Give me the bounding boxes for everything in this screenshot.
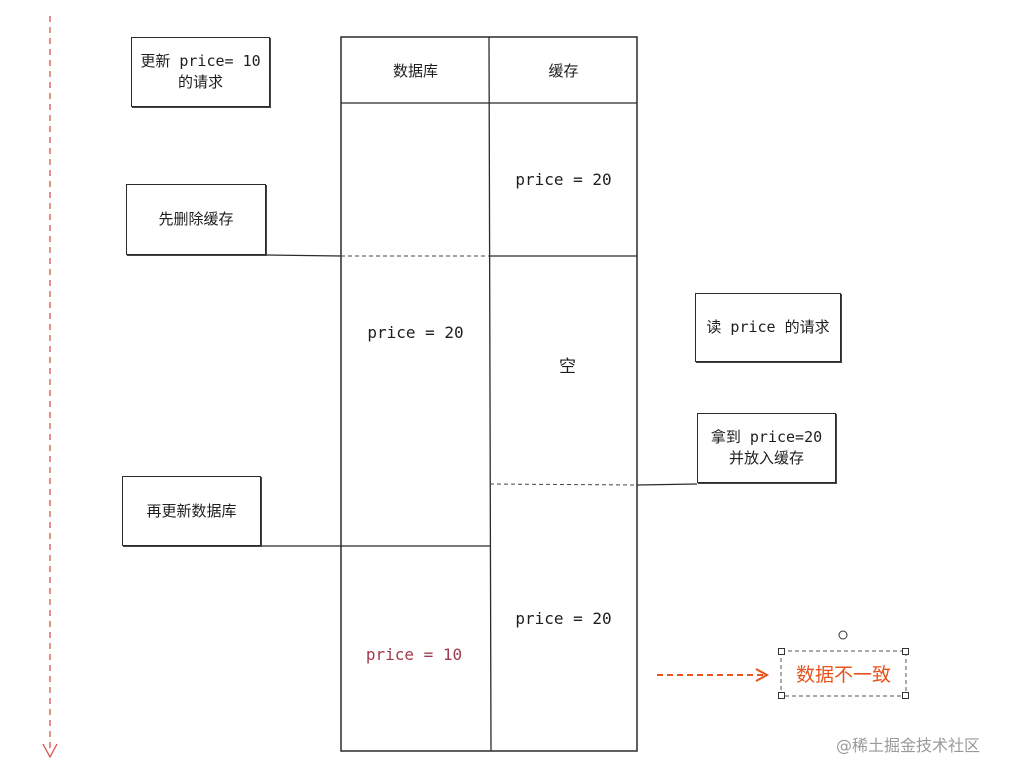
selection-handle-br[interactable] [902, 692, 909, 699]
watermark: @稀土掘金技术社区 [836, 732, 980, 756]
read-result-line2: 并放入缓存 [728, 449, 804, 467]
update-request-box: 更新 price= 10 的请求 [131, 37, 270, 107]
inconsistency-arrowhead [755, 668, 770, 682]
db-bottom-value: price = 10 [341, 632, 487, 676]
cache-initial-value-text: price = 20 [515, 170, 612, 189]
db-column-header: 数据库 [341, 37, 490, 103]
read-result-line1: 拿到 price=20 [710, 428, 823, 446]
db-middle-value: price = 20 [341, 300, 490, 364]
delete-cache-connector [265, 254, 342, 257]
cache-column-header-text: 缓存 [548, 61, 579, 80]
cache-empty-value: 空 [490, 340, 645, 388]
delete-cache-text: 先删除缓存 [158, 210, 234, 228]
selection-handle-tl[interactable] [778, 648, 785, 655]
selection-frame [780, 650, 907, 697]
read-request-box: 读 price 的请求 [695, 293, 841, 362]
inconsistency-label[interactable]: 数据不一致 [781, 651, 906, 696]
cache-initial-value: price = 20 [490, 103, 637, 256]
read-time-dashed [489, 483, 638, 486]
cache-column-header: 缓存 [490, 37, 637, 103]
inconsistency-label-text: 数据不一致 [795, 664, 891, 686]
db-middle-value-text: price = 20 [367, 322, 464, 342]
update-db-text: 再更新数据库 [146, 501, 237, 520]
rotate-handle [838, 630, 848, 640]
cache-empty-value-text: 空 [559, 356, 576, 377]
read-request-text: 读 price 的请求 [706, 318, 830, 336]
read-result-box: 拿到 price=20 并放入缓存 [697, 413, 836, 483]
db-bottom-value-text: price = 10 [365, 644, 463, 664]
read-result-connector [636, 483, 698, 486]
db-column-header-text: 数据库 [392, 61, 438, 80]
update-request-line1: 更新 price= 10 [140, 52, 261, 70]
update-request-line2: 的请求 [177, 73, 223, 91]
column-divider [488, 36, 492, 752]
timeline-arrowhead [42, 743, 58, 759]
cache-bottom-value-text: price = 20 [515, 608, 612, 628]
update-db-box: 再更新数据库 [122, 476, 261, 546]
delete-cache-box: 先删除缓存 [126, 184, 266, 255]
cache-bottom-value: price = 20 [490, 596, 637, 640]
watermark-text: @稀土掘金技术社区 [836, 736, 981, 755]
selection-handle-bl[interactable] [778, 692, 785, 699]
selection-handle-tr[interactable] [902, 648, 909, 655]
